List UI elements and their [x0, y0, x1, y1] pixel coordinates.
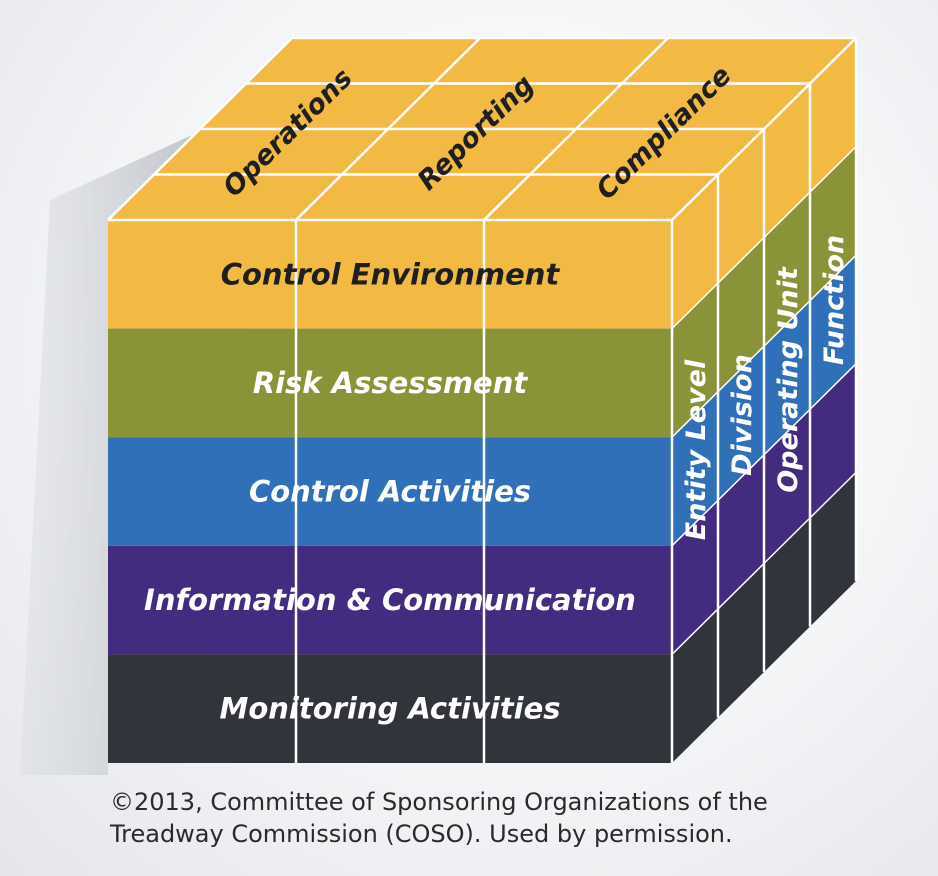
caption-line-2: Treadway Commission (COSO). Used by perm…	[110, 820, 733, 848]
grid-line	[671, 471, 857, 655]
cube-shadow	[20, 72, 330, 775]
copyright-caption: ©2013, Committee of Sponsoring Organizat…	[110, 786, 900, 850]
grid-line	[671, 146, 857, 330]
component-band	[108, 437, 672, 546]
component-band	[108, 545, 672, 655]
component-band	[108, 328, 672, 438]
component-band	[108, 220, 672, 329]
caption-line-1: ©2013, Committee of Sponsoring Organizat…	[110, 788, 768, 816]
grid-line	[671, 363, 857, 547]
component-label: Risk Assessment	[253, 366, 529, 400]
cube-grid-lines	[107, 36, 858, 763]
component-label: Monitoring Activities	[219, 692, 560, 726]
component-label: Information & Communication	[144, 583, 636, 617]
front-face	[108, 220, 672, 763]
structure-label: Operating Unit	[773, 266, 804, 493]
component-label: Control Environment	[221, 257, 561, 291]
structure-labels: Entity Level Division Operating Unit Functi…	[681, 235, 850, 540]
structure-label: Entity Level	[681, 359, 712, 540]
structure-label: Division	[727, 354, 758, 476]
component-label: Control Activities	[249, 475, 531, 509]
component-band	[108, 654, 672, 763]
grid-line	[671, 254, 857, 438]
structure-label: Function	[819, 235, 850, 365]
